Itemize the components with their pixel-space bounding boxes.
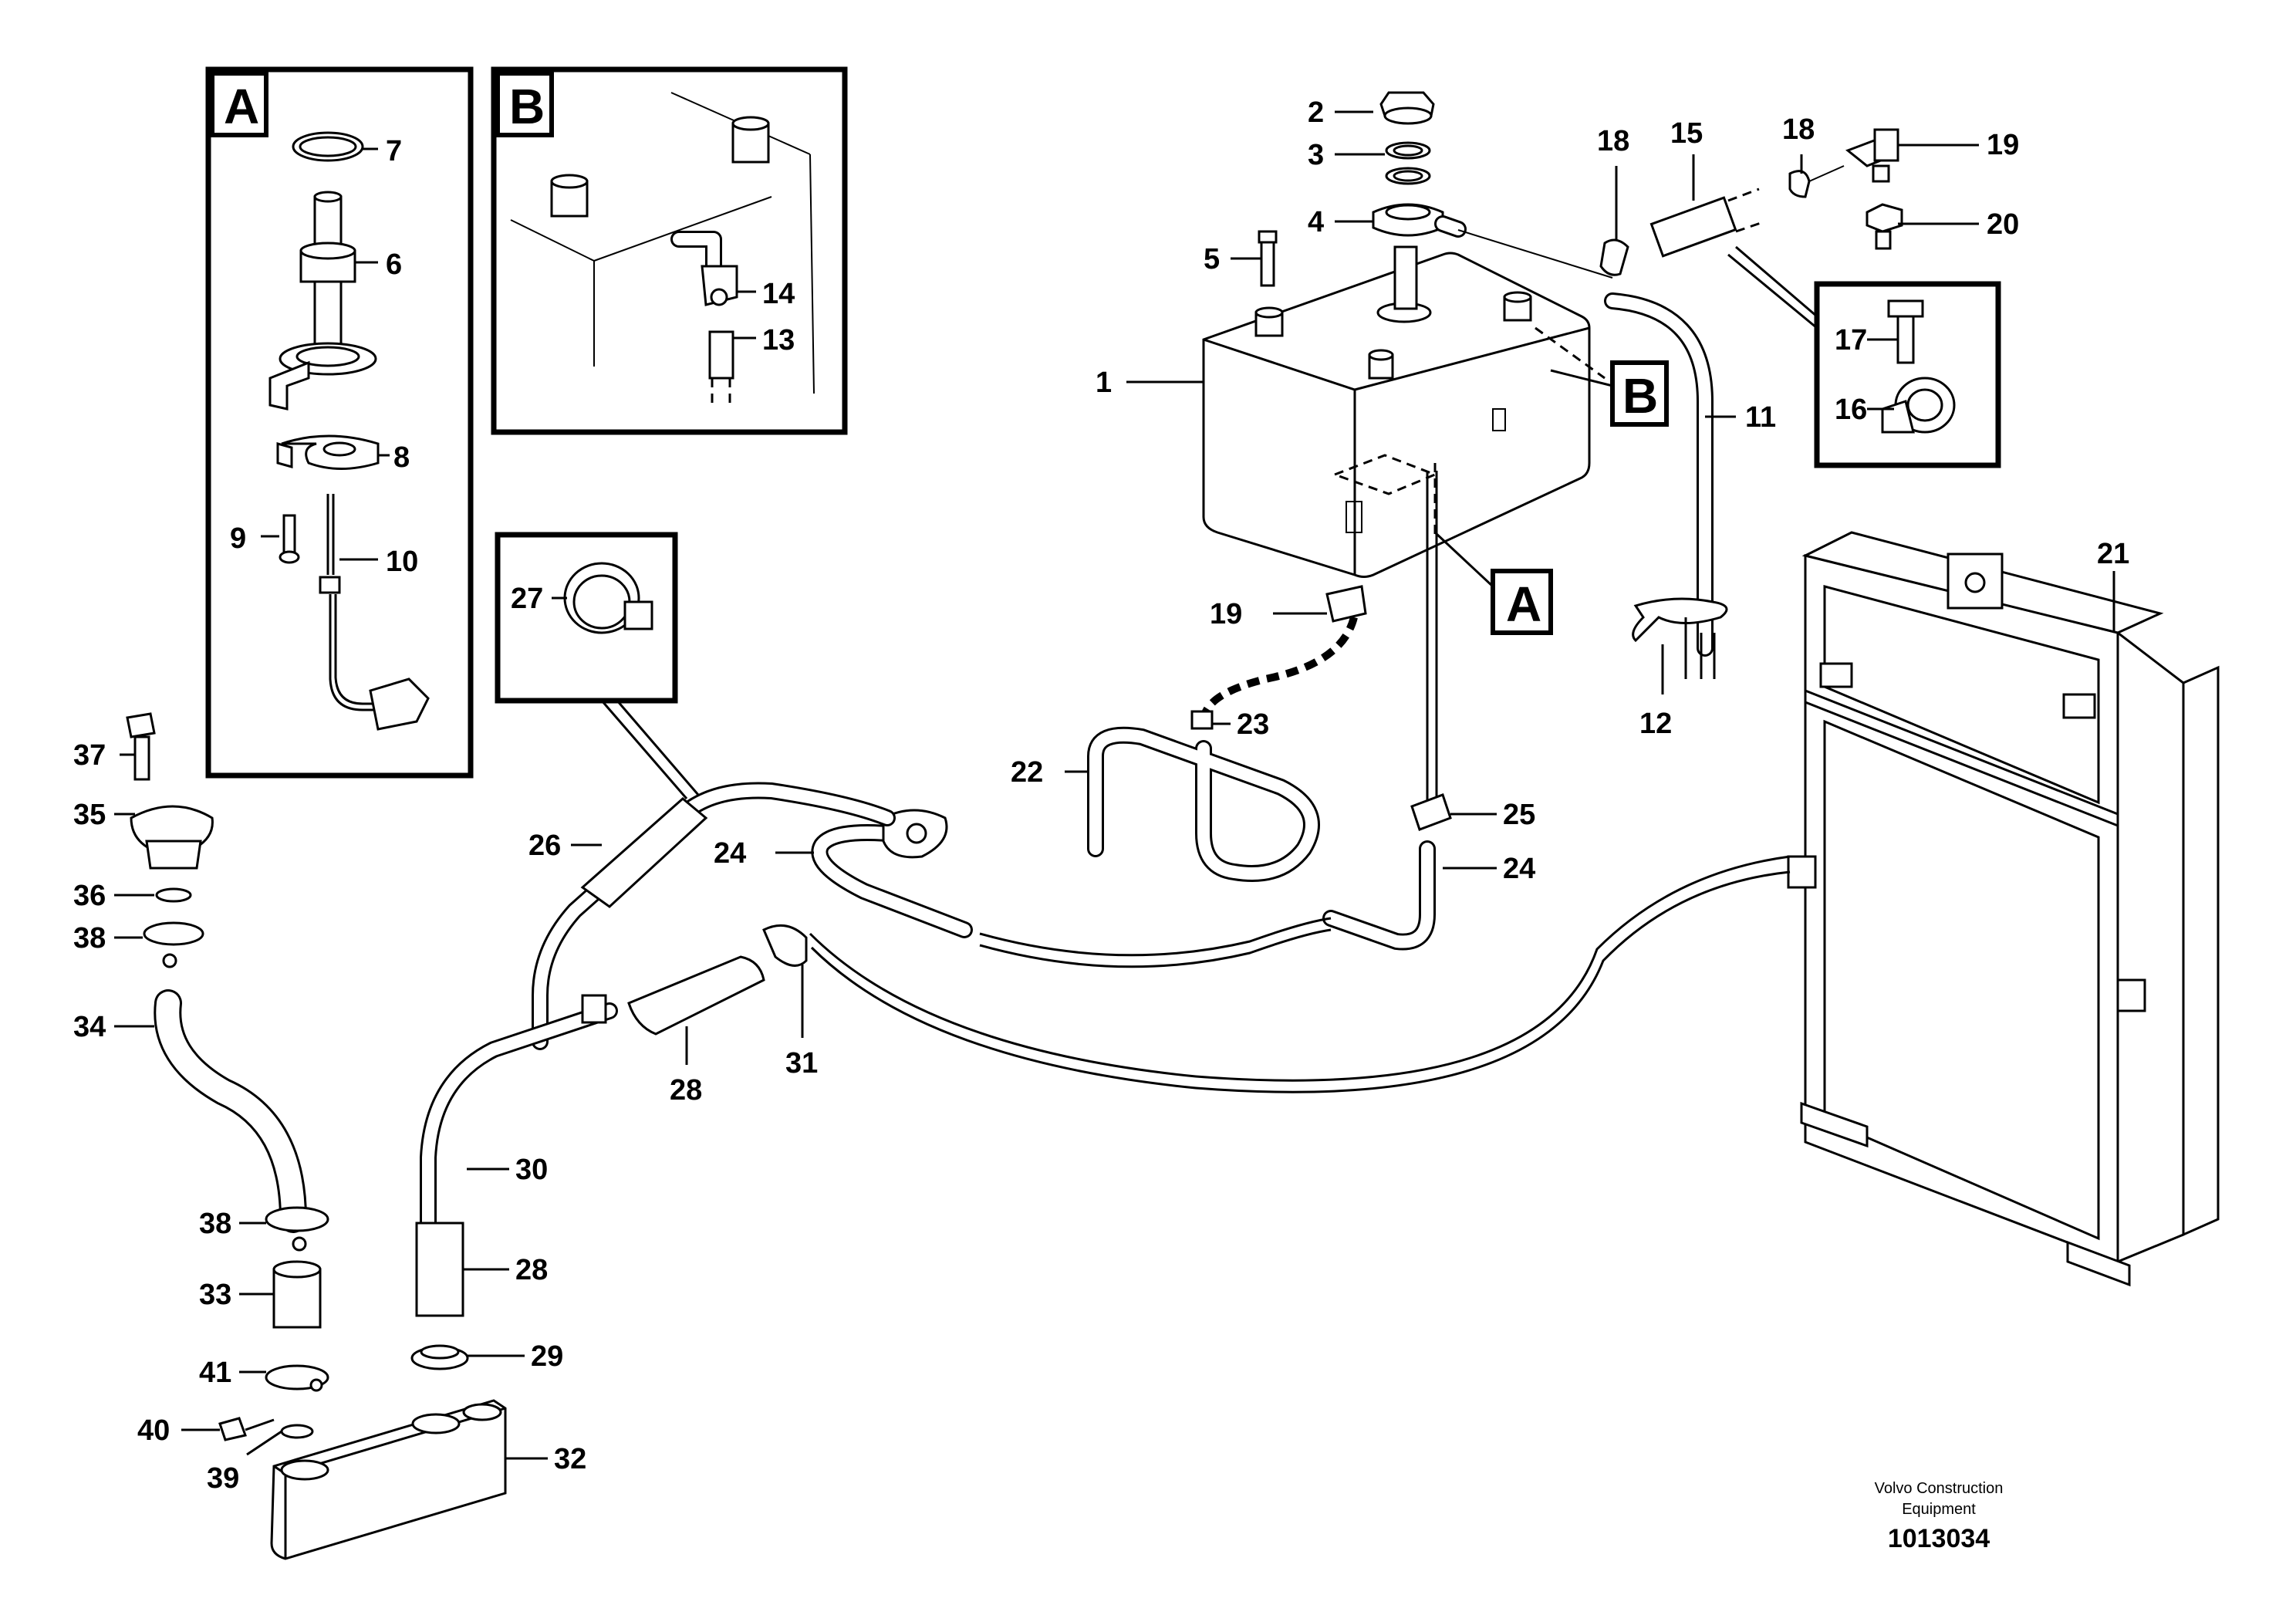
callout-b-box: [1610, 360, 1669, 427]
hose-clamp-detail-inset: 27: [495, 532, 700, 799]
clamp-detail-inset: 17 16: [1727, 245, 2001, 468]
label-12: 12: [1639, 708, 1672, 740]
label-32: 32: [554, 1443, 586, 1475]
label-39: 39: [207, 1462, 239, 1495]
label-4: 4: [1308, 206, 1324, 238]
label-34: 34: [73, 1011, 106, 1043]
document-number: 1013034: [1888, 1524, 1990, 1553]
label-24-right: 24: [1503, 853, 1535, 885]
label-26: 26: [528, 830, 561, 862]
company-name-line1: Volvo Construction: [1875, 1480, 2004, 1497]
label-28-lower: 28: [515, 1254, 548, 1286]
label-28-upper: 28: [670, 1074, 702, 1107]
label-37: 37: [73, 739, 106, 772]
label-20: 20: [1987, 208, 2019, 241]
callout-a-box: [1491, 569, 1553, 635]
label-8: 8: [393, 441, 410, 474]
label-22: 22: [1011, 756, 1043, 789]
label-5: 5: [1204, 243, 1220, 275]
callout-b: B: [1622, 368, 1658, 424]
pipe-routing: [126, 471, 1791, 1560]
label-21: 21: [2097, 538, 2129, 570]
label-14: 14: [762, 278, 795, 310]
label-10: 10: [386, 546, 418, 578]
oil-tank: [1202, 245, 1606, 578]
tank-cap-assembly: 2 3 4 5: [1204, 91, 1613, 287]
footer: Volvo Construction Equipment 1013034: [1875, 1480, 2004, 1553]
label-19-top: 19: [1987, 129, 2019, 161]
label-13: 13: [762, 324, 795, 357]
label-6: 6: [386, 248, 402, 281]
label-36: 36: [73, 880, 106, 912]
label-2: 2: [1308, 96, 1324, 129]
label-41: 41: [199, 1357, 231, 1389]
inset-a: A 7 6 8 9 10: [205, 66, 474, 779]
breather-assembly: 11 12 18 15 18 19 20: [1597, 113, 2019, 740]
label-18-right: 18: [1782, 113, 1815, 146]
callout-a: A: [1506, 576, 1541, 632]
inset-a-letter: A: [224, 79, 259, 134]
label-1: 1: [1096, 367, 1112, 399]
company-name-line2: Equipment: [1902, 1501, 1976, 1518]
label-30: 30: [515, 1154, 548, 1186]
label-17: 17: [1835, 324, 1867, 357]
label-18-left: 18: [1597, 125, 1629, 157]
label-33: 33: [199, 1279, 231, 1311]
label-31: 31: [785, 1047, 818, 1080]
label-29: 29: [531, 1340, 563, 1373]
inset-b-letter: B: [509, 79, 545, 134]
label-9: 9: [230, 522, 246, 555]
lower-labels: 19 23 22 25 24 24 26 31 28 30 28 29 32 3…: [73, 598, 1535, 1495]
label-24-left: 24: [714, 837, 746, 870]
label-38-upper: 38: [73, 922, 106, 955]
label-38-lower: 38: [199, 1208, 231, 1240]
label-27: 27: [511, 583, 543, 615]
inset-b: B 14 13: [491, 66, 848, 435]
oil-cooler-radiator: 21: [1787, 531, 2220, 1287]
label-35: 35: [73, 799, 106, 831]
label-15: 15: [1670, 117, 1703, 150]
label-11: 11: [1745, 401, 1776, 434]
label-3: 3: [1308, 139, 1324, 171]
label-19-bottom: 19: [1210, 598, 1242, 630]
label-7: 7: [386, 135, 402, 167]
label-16: 16: [1835, 394, 1867, 426]
label-23: 23: [1237, 708, 1269, 741]
label-40: 40: [137, 1414, 170, 1447]
label-25: 25: [1503, 799, 1535, 831]
